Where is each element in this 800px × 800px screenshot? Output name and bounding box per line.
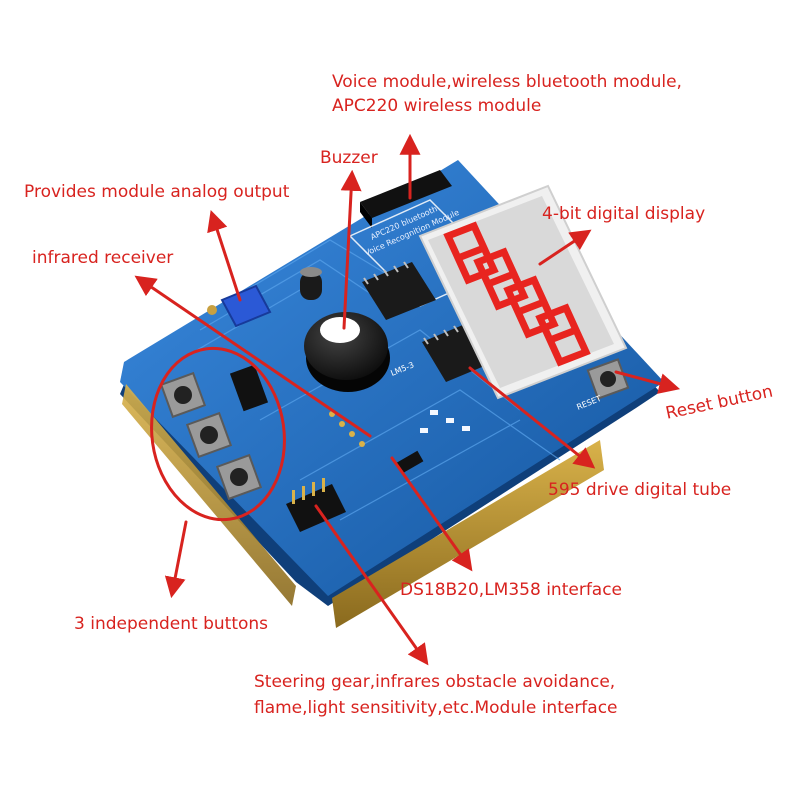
arrow-display [538,229,592,266]
ic-chip-upper [362,261,436,320]
arrow-buttons [164,520,188,599]
label-ds18b20: DS18B20,LM358 interface [400,580,623,600]
annotation-arrows [134,133,681,666]
arrow-reset [614,370,681,394]
arrow-ds18b20 [390,456,473,572]
buzzer-component [304,312,390,392]
arrow-infrared [134,275,372,438]
label-three-buttons: 3 independent buttons [74,614,269,634]
buttons-highlight-circle [150,346,286,522]
digit-4 [535,303,591,367]
button-3 [215,453,263,501]
label-digital-display: 4-bit digital display [542,204,706,224]
capacitor [300,267,322,300]
tact-buttons [159,371,263,501]
button-1 [159,371,207,419]
arrow-tube [468,366,596,469]
small-header [396,450,424,474]
arrow-steering [314,504,429,666]
arrow-analog [207,210,242,302]
potentiometer [207,284,272,328]
button-2 [185,411,233,459]
label-steering-line1: Steering gear,infrares obstacle avoidanc… [254,672,616,692]
label-voice-line2: APC220 wireless module [332,96,542,116]
label-steering-line2: flame,light sensitivity,etc.Module inter… [254,698,618,718]
female-header-strip [360,170,452,228]
four-digit-display [418,184,628,400]
header-pins-front [122,384,604,628]
smd-leds [420,410,470,433]
label-analog-output: Provides module analog output [24,182,290,202]
label-infrared-receiver: infrared receiver [32,248,174,268]
label-buzzer: Buzzer [320,148,378,168]
jumper-header [229,364,269,412]
label-595-drive: 595 drive digital tube [548,480,732,500]
label-voice-line1: Voice module,wireless bluetooth module, [332,72,682,92]
arrow-buzzer [340,169,362,330]
